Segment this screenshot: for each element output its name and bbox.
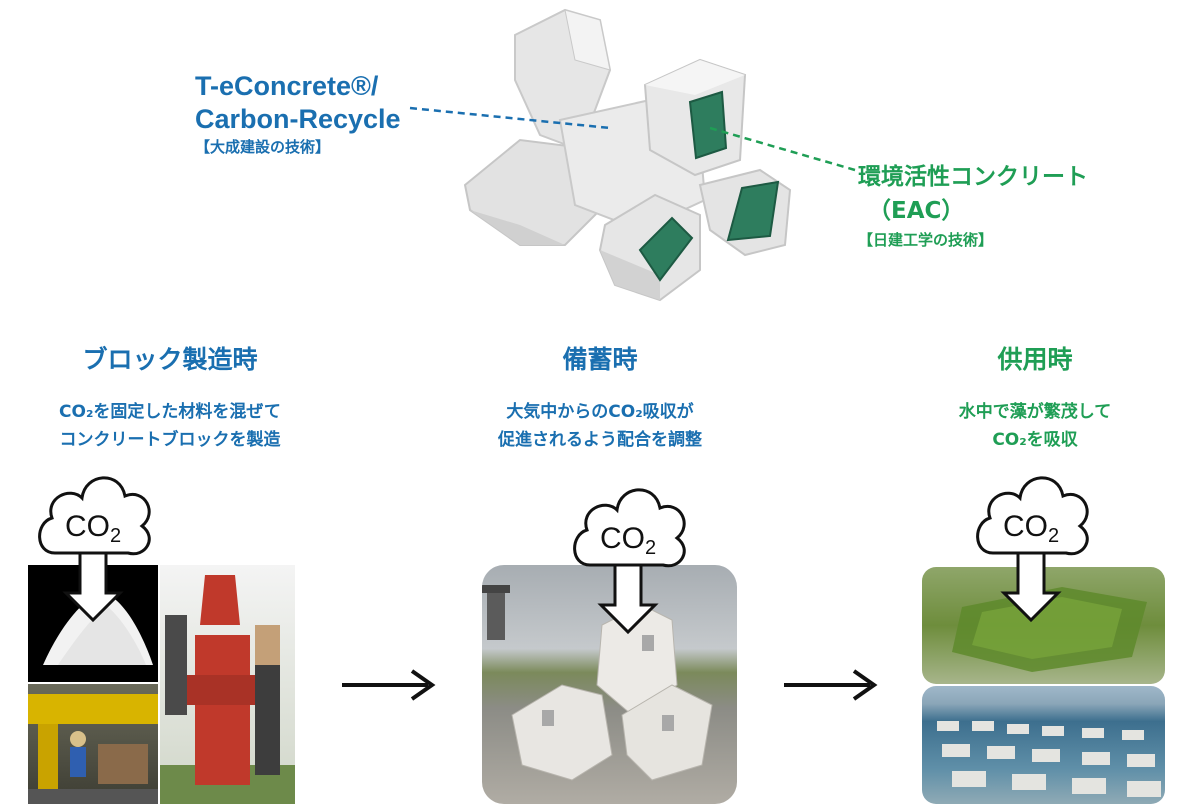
eac-label-sub: 【日建工学の技術】 xyxy=(858,231,994,249)
stage-desc-line: 促進されるよう配合を調整 xyxy=(498,430,702,450)
co2-label: CO2 xyxy=(65,510,121,547)
tec-label-sub: 【大成建設の技術】 xyxy=(195,138,331,156)
process-arrow-icon xyxy=(784,669,878,701)
down-arrow-icon xyxy=(1000,551,1062,623)
co2-cloud-in-service: CO2 xyxy=(976,476,1089,623)
photo-factory-worker xyxy=(28,684,158,804)
tec-label-line1: T-eConcrete®/ xyxy=(195,71,379,101)
eac-panel xyxy=(726,180,780,242)
co2-label: CO2 xyxy=(600,522,656,559)
down-arrow-icon xyxy=(597,563,659,635)
co2-cloud-manufacture: CO2 xyxy=(38,476,151,623)
eac-label-line2: （EAC） xyxy=(868,198,965,224)
stage-desc-storage: 大気中からのCO₂吸収が 促進されるよう配合を調整 xyxy=(440,398,760,454)
tec-label-line2: Carbon-Recycle xyxy=(195,104,401,134)
stage-title-storage: 備蓄時 xyxy=(562,345,638,374)
concrete-block-illustration xyxy=(409,8,856,302)
photo-steel-formwork xyxy=(160,565,295,804)
stage-title-manufacture: ブロック製造時 xyxy=(82,345,258,374)
eac-label: 環境活性コンクリート （EAC） 【日建工学の技術】 xyxy=(858,160,1088,252)
down-arrow-icon xyxy=(62,551,124,623)
process-arrow-icon xyxy=(342,669,436,701)
stage-desc-in-service: 水中で藻が繁茂して CO₂を吸収 xyxy=(900,398,1170,454)
stage-desc-line: コンクリートブロックを製造 xyxy=(59,430,281,450)
stage-title-in-service: 供用時 xyxy=(997,345,1073,374)
stage-desc-manufacture: CO₂を固定した材料を混ぜて コンクリートブロックを製造 xyxy=(0,398,340,454)
eac-panel xyxy=(688,90,728,160)
eac-leader-line xyxy=(709,126,856,172)
photo-algae-covered-block xyxy=(922,567,1165,684)
stage-desc-line: CO₂を吸収 xyxy=(992,430,1078,450)
eac-label-line1: 環境活性コンクリート xyxy=(858,164,1088,190)
stage-desc-line: CO₂を固定した材料を混ぜて xyxy=(59,402,281,422)
tec-label: T-eConcrete®/ Carbon-Recycle 【大成建設の技術】 xyxy=(195,70,401,158)
stage-desc-line: 大気中からのCO₂吸収が xyxy=(506,402,694,422)
photo-blocks-in-water xyxy=(922,686,1165,804)
stage-desc-line: 水中で藻が繁茂して xyxy=(958,402,1112,422)
photo-blocks-in-storage xyxy=(482,565,737,804)
co2-label: CO2 xyxy=(1003,510,1059,547)
concrete-block xyxy=(463,8,792,302)
tec-leader-line xyxy=(409,106,611,130)
photo-co2-powder xyxy=(28,565,158,682)
co2-cloud-storage: CO2 xyxy=(573,488,686,635)
eac-panel xyxy=(638,216,694,282)
